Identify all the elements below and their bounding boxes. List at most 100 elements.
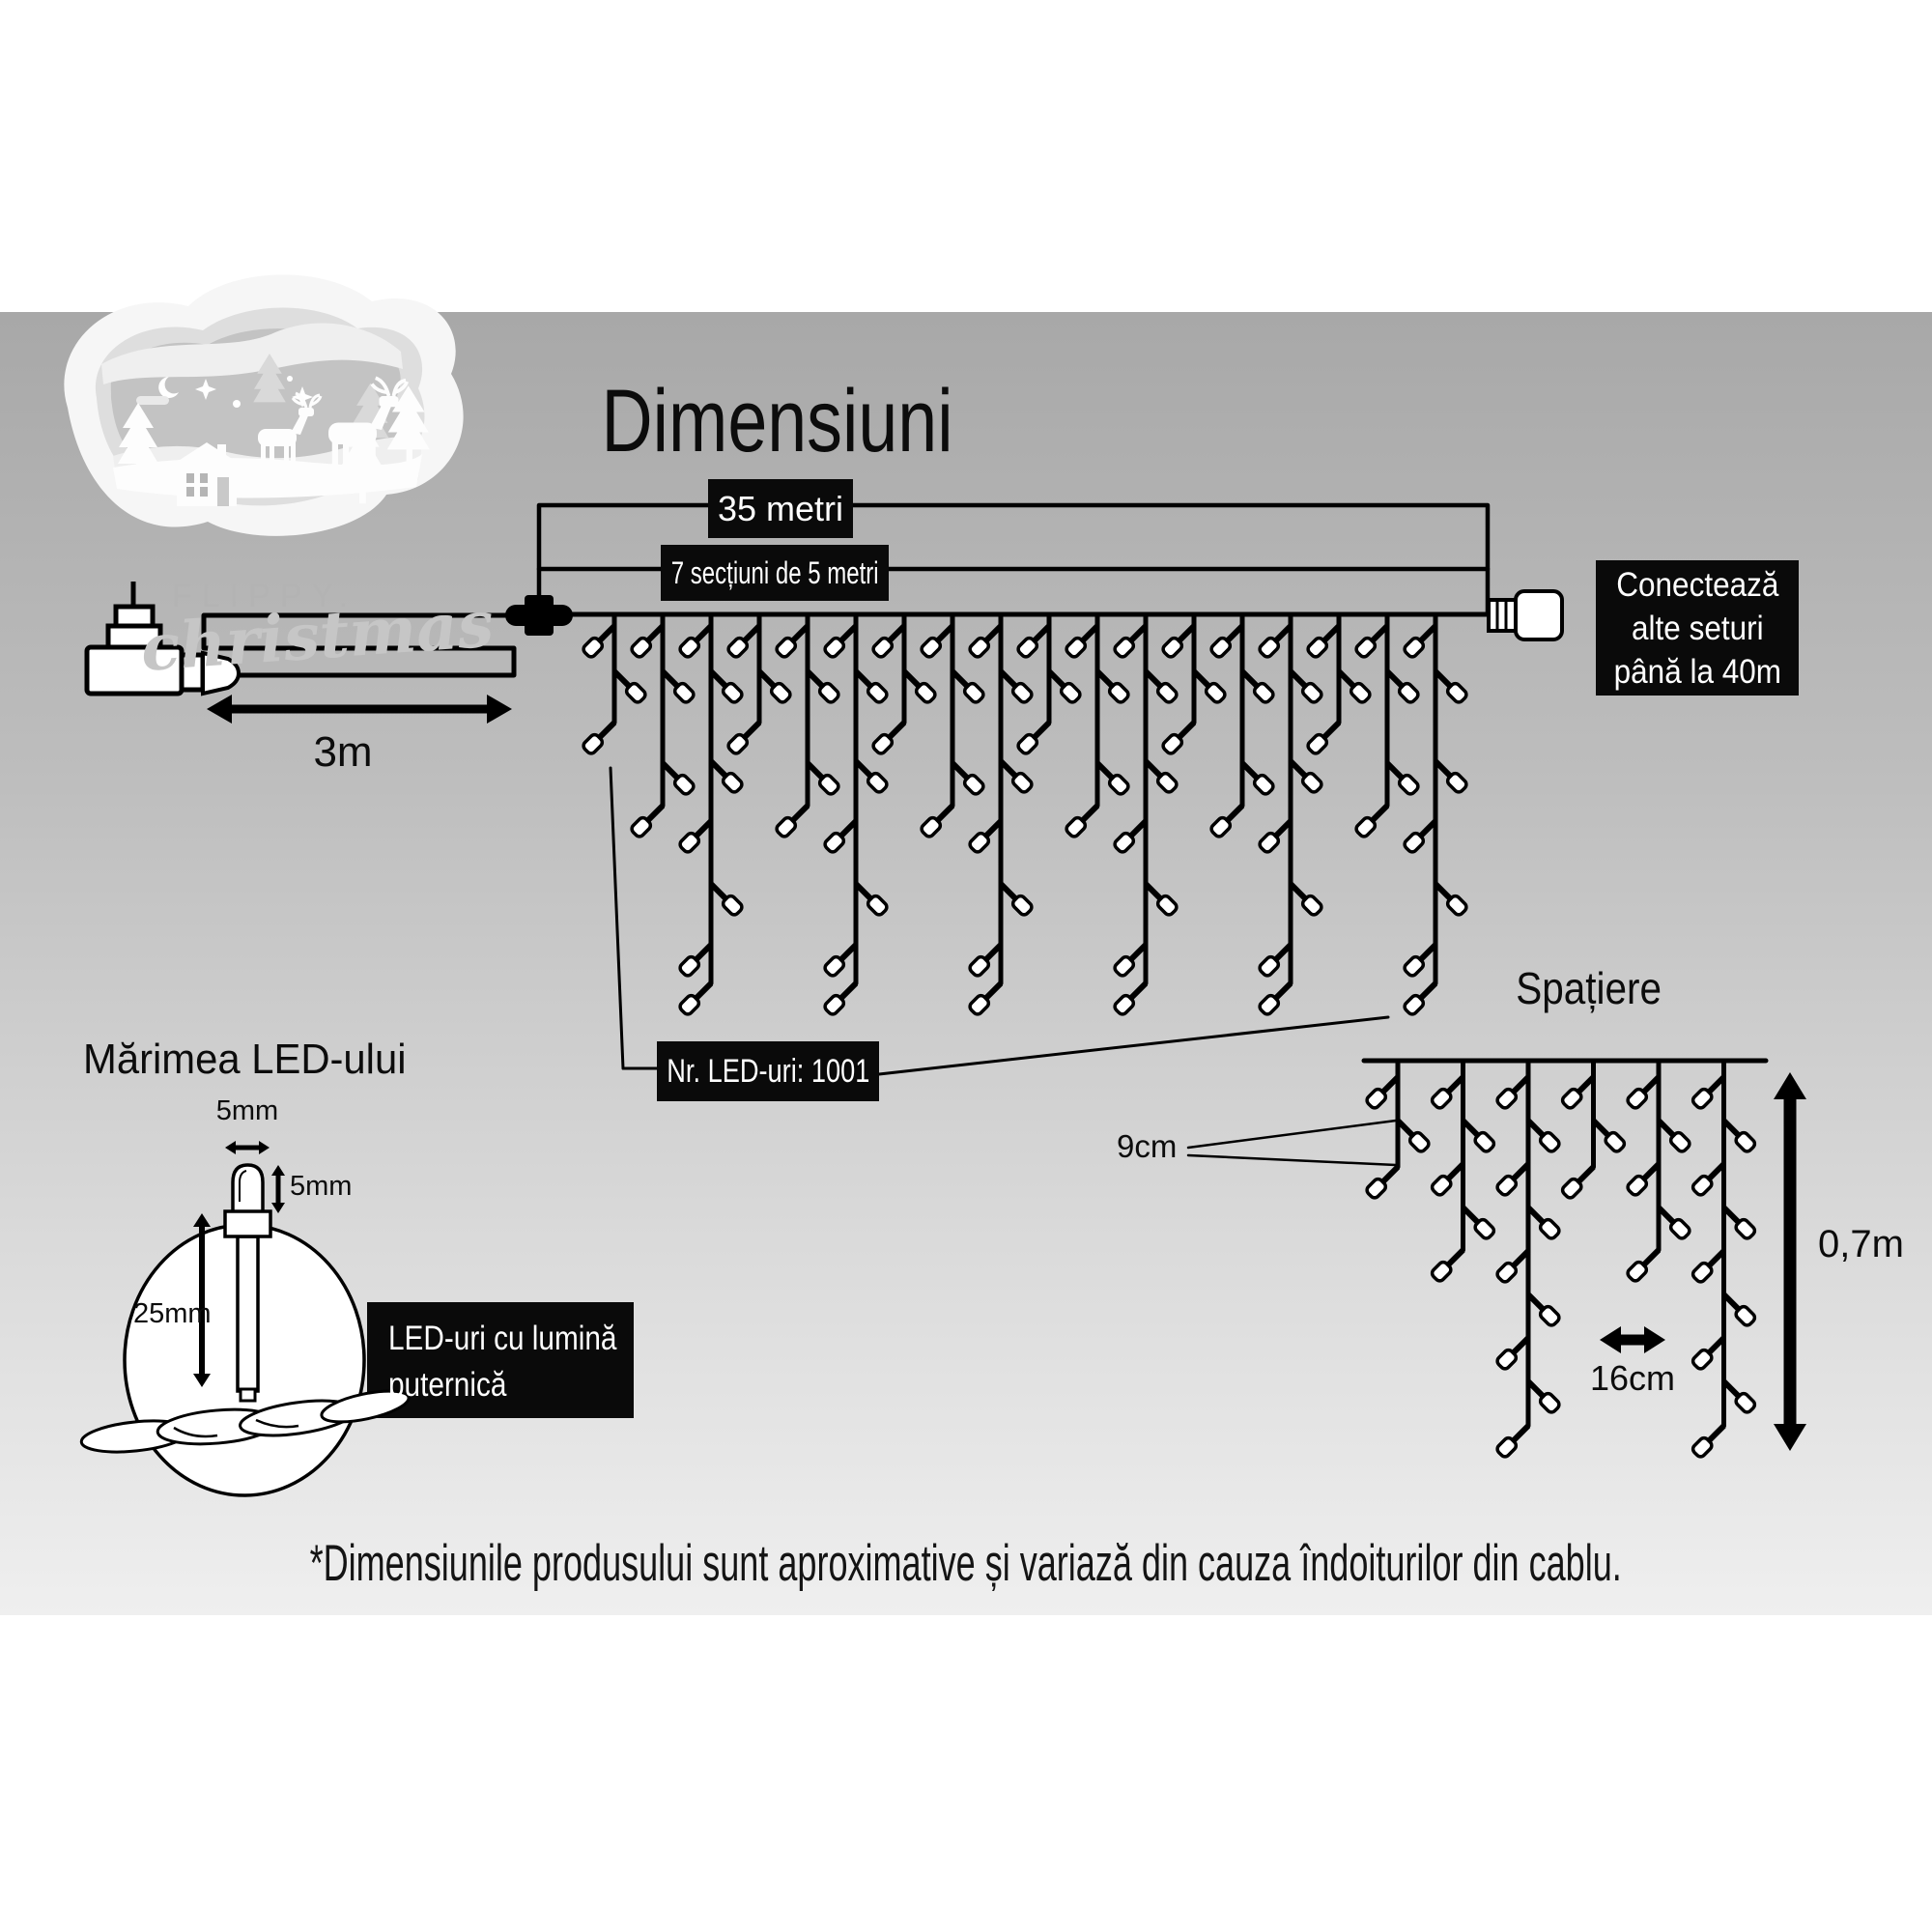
- led-bulb: [1113, 623, 1149, 659]
- led-bulb: [1288, 758, 1323, 794]
- bulb-width-label: 5mm: [215, 1095, 279, 1126]
- spacing-diagram: [1361, 1058, 1769, 1459]
- power-plug-icon: [84, 582, 242, 696]
- led-bulb: [1336, 668, 1372, 704]
- bulb-height-arrow: [271, 1165, 285, 1213]
- led-count-badge: Nr. LED-uri: 1001: [657, 1041, 879, 1101]
- callout-line1: LED-uri cu lumină: [388, 1320, 617, 1357]
- led-bulb: [1721, 1205, 1757, 1240]
- led-bulb: [630, 623, 666, 659]
- led-bulb: [853, 668, 889, 704]
- callout-line2: puternică: [388, 1366, 507, 1404]
- led-bulb: [1258, 980, 1293, 1016]
- led-bulb: [853, 881, 889, 917]
- led-bulb: [1354, 623, 1390, 659]
- led-bulb: [726, 720, 762, 755]
- led-bulb: [1113, 980, 1149, 1016]
- led-bulb: [1403, 980, 1438, 1016]
- led-bulb: [1626, 1074, 1662, 1110]
- led-count-label: Nr. LED-uri: 1001: [666, 1052, 870, 1090]
- end-connector-icon: [1487, 589, 1564, 641]
- led-bulb: [708, 758, 744, 794]
- led-bulb: [1495, 1248, 1531, 1284]
- led-bulb: [775, 623, 810, 659]
- connect-line1: Conectează: [1615, 565, 1779, 604]
- led-bulb: [582, 720, 617, 755]
- led-bulb: [1403, 942, 1438, 978]
- page-title-text: Dimensiuni: [601, 372, 954, 470]
- led-bulb: [1525, 1118, 1561, 1153]
- led-bulb: [1143, 881, 1179, 917]
- deer-icon: [258, 391, 323, 464]
- led-bulb: [1525, 1205, 1561, 1240]
- led-bulb: [920, 803, 955, 838]
- led-bulb: [1239, 760, 1275, 796]
- led-bulb: [823, 942, 859, 978]
- led-bulb: [708, 668, 744, 704]
- led-bulb: [1495, 1335, 1531, 1371]
- led-bulb: [1306, 720, 1342, 755]
- led-bulb: [1258, 818, 1293, 854]
- bulb-length-arrow: [193, 1213, 211, 1387]
- led-bulb: [678, 980, 714, 1016]
- led-bulb: [678, 942, 714, 978]
- led-count-leader-lines: [609, 766, 1390, 1076]
- led-bulb: [1094, 760, 1130, 796]
- led-bulb: [1258, 623, 1293, 659]
- led-bulb: [630, 803, 666, 838]
- led-bulb: [950, 668, 985, 704]
- horizontal-gap-label: 16cm: [1589, 1358, 1676, 1398]
- led-bulb: [660, 668, 696, 704]
- led-bulb: [1306, 623, 1342, 659]
- footer-disclaimer: *Dimensiunile produsului sunt aproximati…: [309, 1535, 1623, 1592]
- led-bulb: [1591, 1118, 1627, 1153]
- led-bulb: [1690, 1335, 1726, 1371]
- lead-cable: [201, 612, 517, 678]
- bulb-width-arrow: [225, 1141, 270, 1154]
- led-bulb: [805, 760, 840, 796]
- led-gap-label: 9cm: [1117, 1128, 1178, 1164]
- led-bulb: [1143, 668, 1179, 704]
- led-bulb: [611, 668, 647, 704]
- led-bulb: [1065, 623, 1100, 659]
- led-bulb: [871, 720, 907, 755]
- spacing-section-title: Spațiere: [1516, 963, 1662, 1013]
- led-bulb: [805, 668, 840, 704]
- led-bulb: [1113, 818, 1149, 854]
- led-bulb: [1656, 1118, 1691, 1153]
- bulb-height-label: 5mm: [290, 1171, 353, 1202]
- led-bulb: [1461, 1118, 1496, 1153]
- led-bulb: [871, 623, 907, 659]
- page-title: Dimensiuni: [391, 371, 1164, 472]
- led-bulb: [853, 758, 889, 794]
- sections-label: 7 secțiuni de 5 metri: [670, 554, 879, 590]
- total-length-label: 35 metri: [717, 488, 844, 528]
- led-bulb: [1495, 1074, 1531, 1110]
- led-bulb: [1626, 1247, 1662, 1283]
- led-gap-leader-lines: [1186, 1119, 1398, 1167]
- led-bulb: [1161, 720, 1197, 755]
- led-bulb: [1354, 803, 1390, 838]
- led-bulb: [968, 623, 1004, 659]
- led-bulb: [678, 818, 714, 854]
- led-bulb: [1161, 623, 1197, 659]
- lead-length-arrow: [207, 695, 512, 724]
- led-bulb: [1430, 1074, 1465, 1110]
- led-bulb: [968, 942, 1004, 978]
- led-bulb: [901, 668, 937, 704]
- led-bulb: [678, 623, 714, 659]
- led-bulb: [1461, 1205, 1496, 1240]
- led-bulb: [968, 818, 1004, 854]
- led-bulb: [950, 760, 985, 796]
- led-bulb: [1656, 1205, 1691, 1240]
- led-bulb: [1403, 623, 1438, 659]
- led-bulb: [968, 980, 1004, 1016]
- led-bulb: [1209, 803, 1245, 838]
- bright-led-callout-box: [367, 1302, 634, 1418]
- connect-sets-badge: Conectează alte seturi până la 40m: [1596, 560, 1799, 696]
- led-bulb: [1016, 720, 1052, 755]
- led-bulb: [1365, 1074, 1401, 1110]
- led-bulb: [998, 881, 1034, 917]
- led-bulb: [1288, 881, 1323, 917]
